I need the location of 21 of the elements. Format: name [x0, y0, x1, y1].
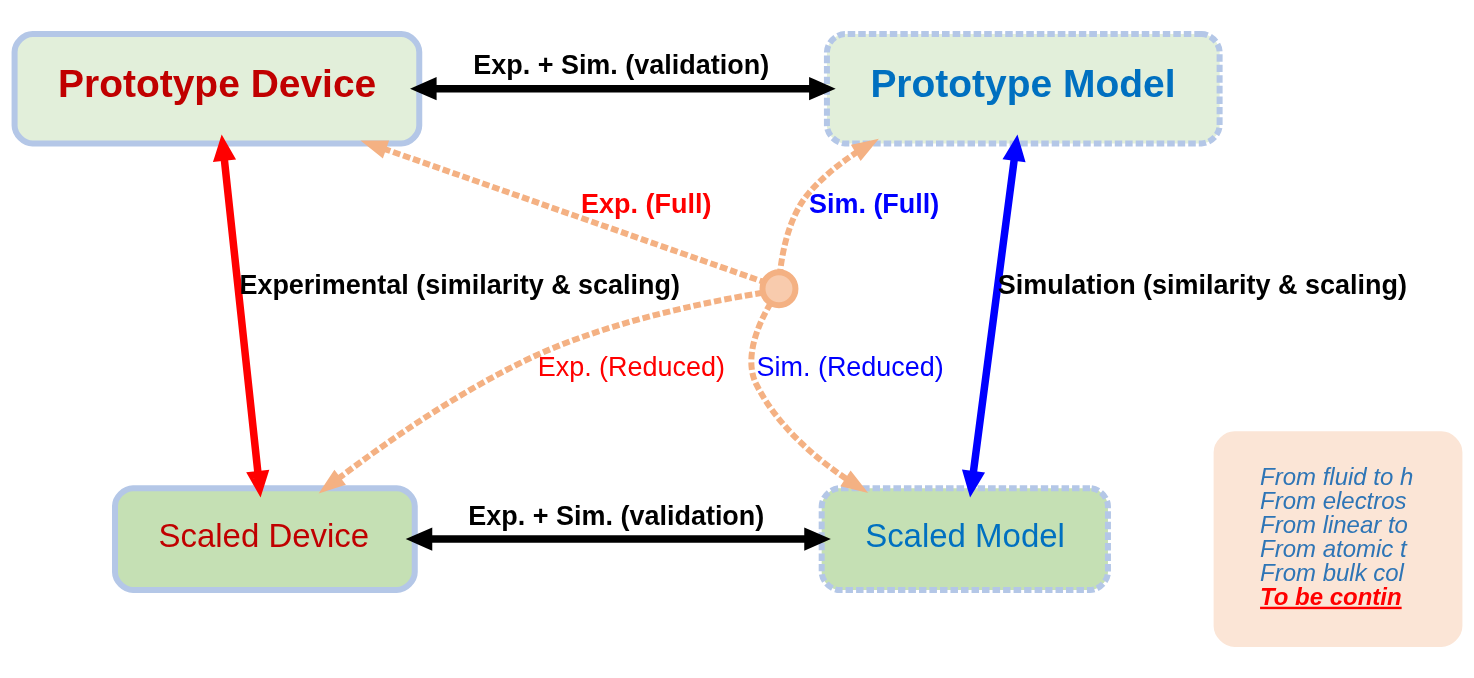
- edge-label: Sim. (Reduced): [756, 352, 944, 383]
- arrow: [748, 301, 869, 493]
- edge-label: Exp. + Sim. (validation): [473, 50, 770, 81]
- edge-label: Sim. (Full): [808, 188, 940, 219]
- edge-label: Exp. + Sim. (validation): [468, 500, 765, 531]
- node-box: Scaled Device: [112, 485, 418, 594]
- arrow: [410, 77, 836, 101]
- node-circle: [759, 269, 799, 309]
- arrow: [212, 134, 270, 498]
- node-box: Prototype Model: [823, 31, 1223, 147]
- arrow: [777, 138, 879, 273]
- node-box: Prototype Device: [11, 31, 423, 147]
- arrow: [360, 140, 765, 285]
- arrow: [405, 527, 831, 551]
- node-box: From fluid to h From electros From linear to From atomic t From bulk col To be contin: [1213, 431, 1463, 647]
- edge-label: Exp. (Reduced): [537, 352, 726, 383]
- arrow: [961, 134, 1026, 498]
- arrow: [318, 289, 763, 494]
- edge-label: Experimental (similarity & scaling): [239, 269, 681, 300]
- edge-label: Exp. (Full): [581, 188, 712, 219]
- node-box: Scaled Model: [818, 485, 1111, 594]
